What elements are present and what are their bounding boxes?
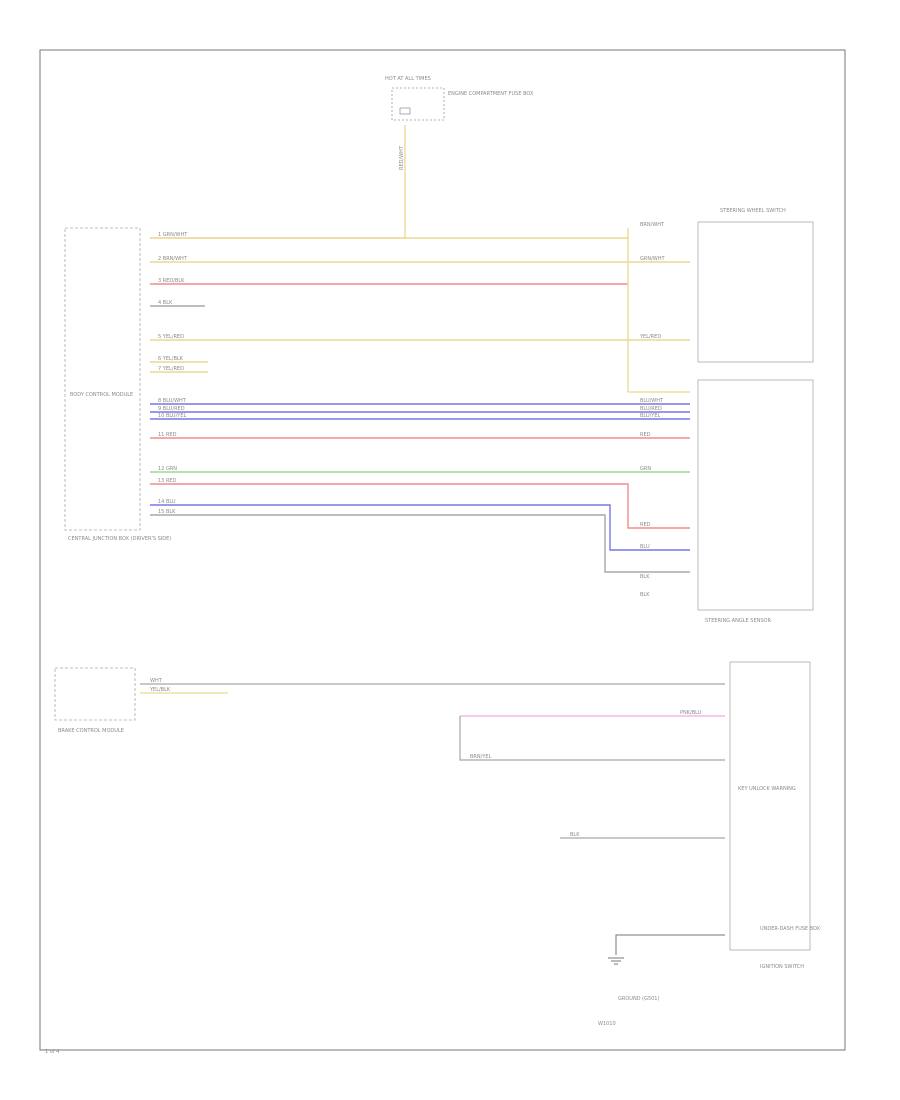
steering-sensor-label: STEERING ANGLE SENSOR [705, 618, 771, 624]
wire-label-7: 7 YEL/RED [158, 366, 184, 372]
right-wire-label-2: GRN/WHT [640, 256, 665, 262]
wire-label-8: 8 BLU/WHT [158, 398, 187, 404]
right-wire-label-11: BLK [640, 574, 650, 580]
top-fuse-assembly: HOT AT ALL TIMES ENGINE COMPARTMENT FUSE… [385, 76, 534, 170]
steering-switch-box [697, 221, 814, 363]
wire-14 [150, 504, 690, 551]
bottom-wire-label-5: BLK [570, 832, 580, 838]
wire-label-15: 15 BLK [158, 509, 176, 515]
ignition-box [729, 661, 811, 951]
bottom-wire-group: WHT YEL/BLK PNK/BLU BRN/YEL BLK [140, 678, 725, 839]
steering-sensor-box [697, 379, 814, 611]
wire-label-10: 10 BLU/YEL [158, 413, 186, 419]
wire-label-9: 9 BLU/RED [158, 406, 185, 412]
page-label: 1 of 4 [45, 1049, 59, 1055]
wire-label-12: 12 GRN [158, 466, 177, 472]
wire-15 [150, 514, 690, 573]
wire-label-5: 5 YEL/RED [158, 334, 184, 340]
footer-code: W1010 [598, 1021, 616, 1027]
ground-symbol [608, 957, 624, 965]
ground-feed-wire [615, 934, 725, 955]
right-bus-wire [627, 228, 690, 393]
main-module-label: CENTRAL JUNCTION BOX (DRIVER'S SIDE) [68, 536, 171, 542]
bottom-wire-label-1: WHT [150, 678, 163, 684]
wire-label-4: 4 BLK [158, 300, 173, 306]
wire-label-3: 3 RED/BLK [158, 278, 185, 284]
wire-label-14: 14 BLU [158, 499, 176, 505]
bottom-wire-label-3: PNK/BLU [680, 710, 702, 716]
main-module: CENTRAL JUNCTION BOX (DRIVER'S SIDE) BOD… [64, 227, 171, 542]
top-wire-label: RED/WHT [399, 145, 405, 170]
wire-group: 1 GRN/WHT 2 BRN/WHT 3 RED/BLK 4 BLK 5 YEL/RE… [150, 222, 690, 598]
wire-label-2: 2 BRN/WHT [158, 256, 188, 262]
wire-label-13: 13 RED [158, 478, 177, 484]
right-wire-label-4: BLU/WHT [640, 398, 664, 404]
wire-13 [150, 483, 690, 529]
brake-module-label: BRAKE CONTROL MODULE [58, 728, 124, 734]
main-module-box [64, 227, 141, 531]
right-wire-label-3: YEL/RED [639, 334, 661, 340]
top-feed-wire [150, 125, 406, 239]
brake-module-box [54, 667, 136, 721]
ground-label: GROUND (G501) [618, 996, 659, 1002]
fuse-box-symbol [391, 87, 445, 121]
right-wire-label-10: BLU [640, 544, 650, 550]
wire-label-6: 6 YEL/BLK [158, 356, 184, 362]
right-wire-label-12: BLK [640, 592, 650, 598]
bottom-wire-4 [459, 716, 725, 761]
bottom-wire-label-2: YEL/BLK [149, 687, 171, 693]
right-modules: STEERING WHEEL SWITCH STEERING ANGLE SEN… [618, 208, 821, 1002]
fuse-box-label: ENGINE COMPARTMENT FUSE BOX [448, 91, 534, 97]
right-wire-label-6: BLU/YEL [640, 413, 661, 419]
main-module-inner-label: BODY CONTROL MODULE [70, 392, 133, 398]
steering-switch-label: STEERING WHEEL SWITCH [720, 208, 786, 214]
under-dash-label: UNDER-DASH FUSE BOX [760, 926, 821, 932]
fuse-icon [399, 107, 411, 115]
battery-label: HOT AT ALL TIMES [385, 76, 431, 82]
ignition-label: IGNITION SWITCH [760, 964, 804, 970]
right-wire-label-9: RED [640, 522, 651, 528]
right-wire-label-1: BRN/WHT [640, 222, 665, 228]
right-wire-label-7: RED [640, 432, 651, 438]
page-frame [39, 49, 846, 1051]
wire-label-11: 11 RED [158, 432, 177, 438]
bottom-wire-label-4: BRN/YEL [470, 754, 492, 760]
right-wire-label-5: BLU/RED [640, 406, 662, 412]
unlock-label: KEY UNLOCK WARNING [738, 786, 796, 792]
bottom-left-module: BRAKE CONTROL MODULE [54, 667, 136, 734]
wire-label-1: 1 GRN/WHT [158, 232, 188, 238]
right-wire-label-8: GRN [640, 466, 651, 472]
